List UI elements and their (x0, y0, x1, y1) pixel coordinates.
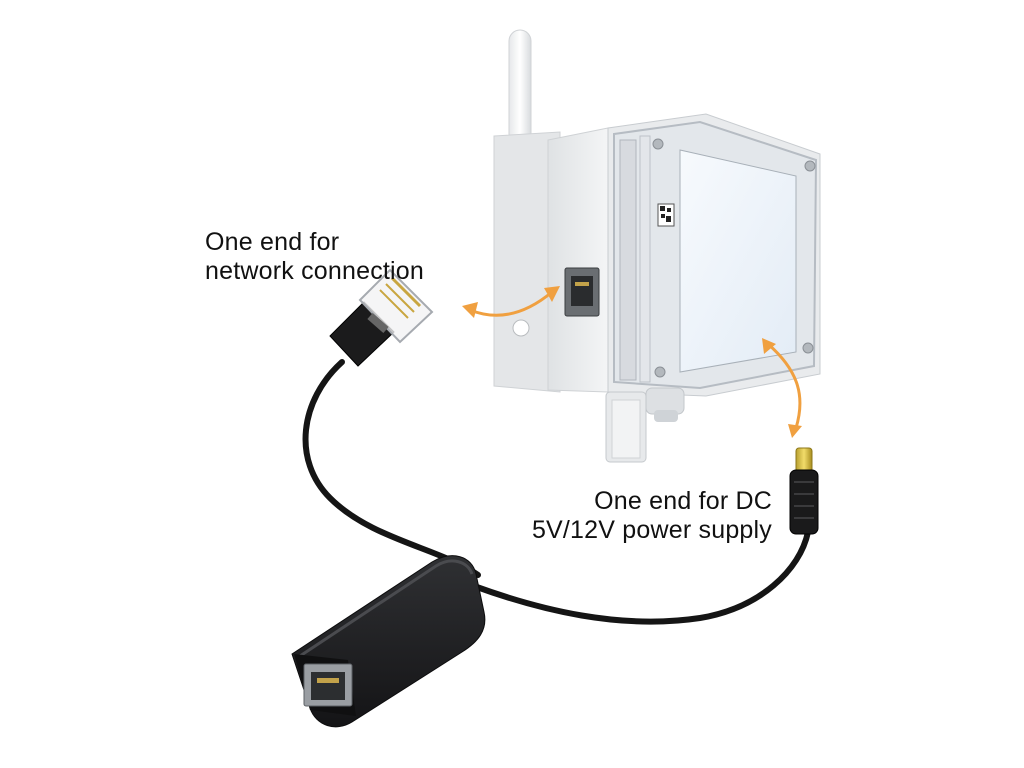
ethernet-port-icon (564, 267, 600, 317)
display-screen (679, 149, 797, 373)
rj45-plug-icon (329, 268, 434, 367)
caption-line: One end for (205, 228, 340, 256)
qr-code-icon (657, 203, 675, 227)
dc-power-caption: One end for DC 5V/12V power supply (532, 487, 772, 545)
caption-line: 5V/12V power supply (531, 516, 772, 544)
caption-line: One end for DC (594, 487, 772, 515)
ethernet-port-icon (303, 663, 353, 707)
network-connection-caption: One end for network connection (205, 228, 424, 286)
screw (654, 366, 666, 378)
sensor-device (493, 29, 821, 463)
poe-splitter (291, 555, 486, 728)
housing-side (547, 127, 609, 393)
double-arrow-icon (462, 286, 560, 318)
cable (302, 359, 811, 625)
cable-gland (645, 387, 685, 422)
screw (804, 160, 816, 172)
screw (652, 138, 664, 150)
screw (802, 342, 814, 354)
mounting-hole (512, 319, 530, 337)
sensor-probe (605, 391, 647, 463)
caption-line: network connection (205, 257, 425, 285)
dc-barrel-plug-icon (789, 447, 819, 535)
cover-latch (619, 139, 637, 381)
double-arrow-icon (762, 338, 802, 438)
mounting-plate (493, 131, 561, 393)
